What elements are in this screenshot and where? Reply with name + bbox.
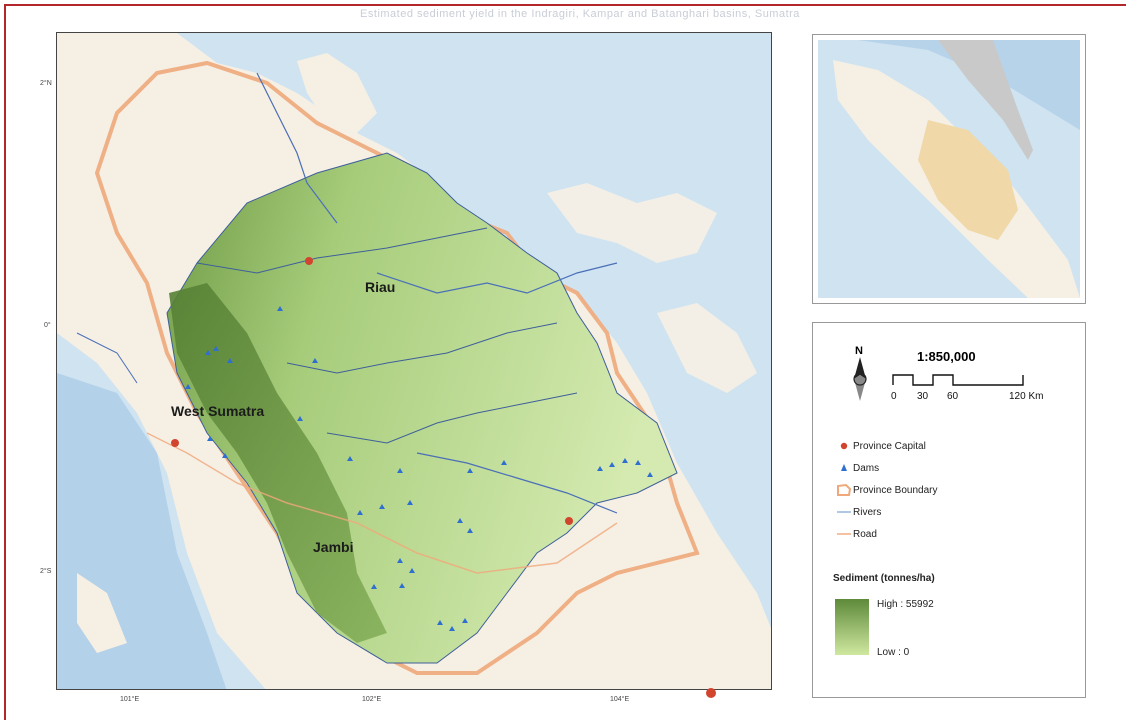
mountain-ridge — [169, 283, 387, 643]
dam-marker — [213, 346, 219, 351]
dam-marker — [371, 584, 377, 589]
label-west-sumatra: West Sumatra — [171, 403, 265, 419]
dam-marker — [647, 472, 653, 477]
dam-marker — [597, 466, 603, 471]
label-riau: Riau — [365, 279, 396, 295]
dam-marker — [437, 620, 443, 625]
river-1 — [256, 72, 338, 224]
dam-marker — [622, 458, 628, 463]
subbasin-line-3 — [326, 392, 578, 444]
inset-study-area — [918, 120, 1018, 240]
scale-tick-120: 120 Km — [1009, 391, 1044, 402]
inset-deep-sea — [818, 40, 1080, 130]
legend-item-dams: Dams — [837, 461, 879, 475]
dam-marker — [397, 468, 403, 473]
subbasin-line-1 — [196, 227, 488, 274]
dam-marker — [467, 528, 473, 533]
dam-marker — [357, 510, 363, 515]
legend-item-road: Road — [837, 527, 877, 541]
dam-marker — [379, 504, 385, 509]
north-arrow-icon — [853, 357, 867, 401]
river-4 — [76, 332, 138, 384]
dam-marker — [462, 618, 468, 623]
figure-frame — [4, 4, 1126, 720]
sediment-title: Sediment (tonnes/ha) — [833, 573, 935, 584]
main-map: Riau West Sumatra Jambi — [56, 32, 772, 690]
dam-marker — [501, 460, 507, 465]
label-jambi: Jambi — [313, 539, 354, 555]
dam-marker — [205, 350, 211, 355]
sediment-color-ramp — [835, 599, 869, 655]
dam-marker — [207, 436, 213, 441]
subbasin-line-2 — [286, 322, 558, 374]
scale-tick-60: 60 — [947, 391, 959, 402]
dam-marker — [467, 468, 473, 473]
lon-tick-104: 104°E — [610, 696, 630, 703]
river-2 — [376, 262, 618, 294]
dam-triangle-icon — [841, 464, 847, 471]
island-east — [657, 303, 757, 393]
dam-marker — [457, 518, 463, 523]
legend-item-rivers: Rivers — [837, 505, 881, 519]
main-map-svg — [57, 33, 771, 689]
dam-marker — [222, 453, 228, 458]
north-label: N — [855, 345, 863, 357]
dam-marker — [635, 460, 641, 465]
island-west — [77, 573, 127, 653]
dam-marker — [312, 358, 318, 363]
legend-panel: N 1:850,000 0 30 60 120 Km Province Capi… — [812, 322, 1086, 698]
dam-marker — [407, 500, 413, 505]
river-3 — [416, 452, 618, 514]
scale-ratio: 1:850,000 — [917, 349, 976, 364]
inset-map-svg — [818, 40, 1080, 298]
lat-tick-2n: 2°N — [40, 80, 52, 87]
riau-islands — [547, 183, 717, 263]
legend-item-capital: Province Capital — [837, 439, 926, 453]
dams-layer — [185, 306, 653, 631]
coastal-land-north — [297, 53, 377, 133]
capital-padang — [171, 439, 179, 447]
dam-marker — [397, 558, 403, 563]
dam-marker — [227, 358, 233, 363]
dam-marker — [399, 583, 405, 588]
dam-marker — [449, 626, 455, 631]
scale-tick-30: 30 — [917, 391, 929, 402]
scale-bar-icon — [892, 374, 1024, 386]
sediment-high-label: High : 55992 — [877, 599, 934, 610]
sediment-low-label: Low : 0 — [877, 647, 910, 658]
dam-marker — [297, 416, 303, 421]
capital-pekanbaru — [305, 257, 313, 265]
lat-tick-0: 0° — [44, 322, 51, 329]
river-line-icon — [837, 511, 851, 513]
dam-marker — [609, 462, 615, 467]
dam-marker — [277, 306, 283, 311]
road-1 — [146, 432, 618, 574]
capital-dot-icon — [840, 442, 848, 450]
lat-tick-2s: 2°S — [40, 568, 52, 575]
lon-tick-101: 101°E — [120, 696, 140, 703]
scale-tick-0: 0 — [891, 391, 897, 402]
capital-jambi — [565, 517, 573, 525]
inset-malaysia — [938, 40, 1033, 160]
dam-marker — [409, 568, 415, 573]
figure-caption-faded: Estimated sediment yield in the Indragir… — [360, 8, 800, 20]
capital-marker-offmap — [706, 688, 716, 698]
dam-marker — [185, 384, 191, 389]
boundary-polygon-icon — [837, 483, 851, 496]
legend-item-boundary: Province Boundary — [837, 483, 938, 497]
lon-tick-102: 102°E — [362, 696, 382, 703]
inset-locator-map — [812, 34, 1086, 304]
dam-marker — [347, 456, 353, 461]
road-line-icon — [837, 533, 851, 535]
